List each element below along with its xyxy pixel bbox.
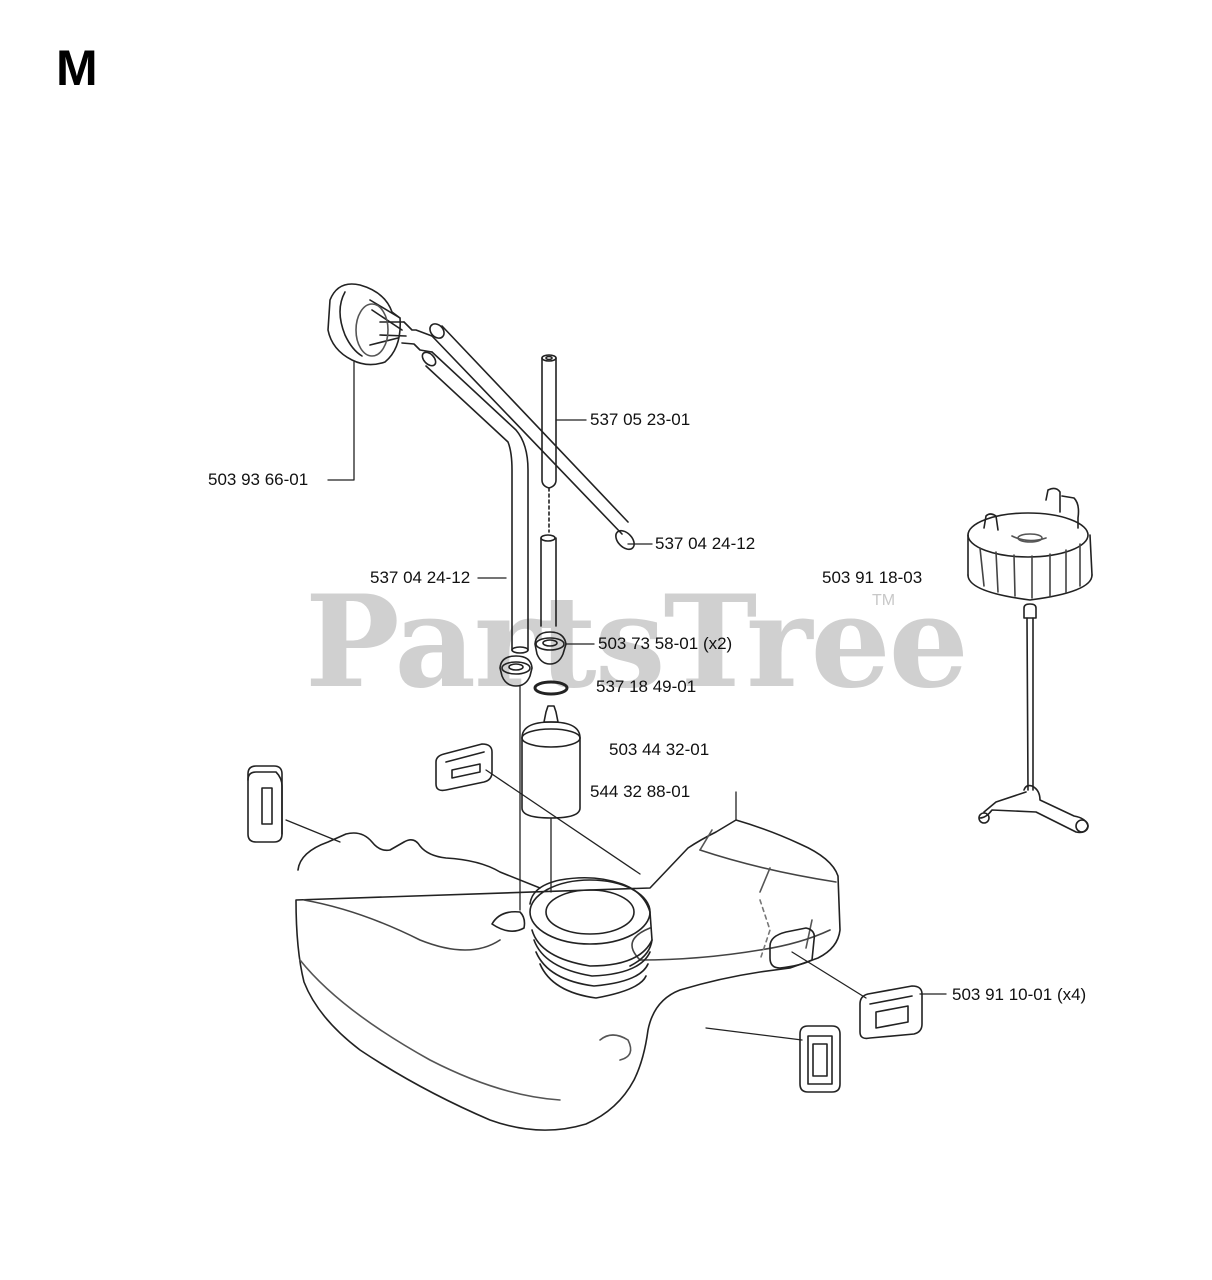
part-label-o-ring: 537 18 49-01 (596, 677, 696, 697)
rubber-mount-3 (859, 985, 923, 1040)
part-number: 503 91 10-01 (952, 985, 1053, 1004)
fuel-cap (967, 487, 1093, 834)
part-label-fuel-filter-kit: 503 44 32-01 (609, 740, 709, 760)
part-number: 537 04 24-12 (655, 534, 756, 553)
grommet-left (499, 655, 533, 687)
part-label-return-hose: 537 05 23-01 (590, 410, 690, 430)
rubber-mount-1 (247, 765, 283, 843)
rubber-mount-2 (435, 743, 493, 792)
part-number: 503 93 66-01 (208, 470, 309, 489)
part-label-fuel-cap: 503 91 18-03 (822, 568, 922, 588)
part-label-primer-bulb: 503 93 66-01 (208, 470, 308, 490)
part-label-rubber-mount: 503 91 10-01 (x4) (952, 985, 1086, 1005)
part-number: 537 04 24-12 (370, 568, 471, 587)
leader-lines (285, 361, 947, 1041)
watermark-logo: PartsTree (305, 568, 969, 716)
part-number: 503 91 18-03 (822, 568, 923, 587)
fuel-tank (295, 819, 841, 1131)
part-number: 544 32 88-01 (590, 782, 691, 801)
section-letter: M (56, 40, 98, 96)
watermark-trademark: TM (872, 592, 896, 609)
part-number: 537 18 49-01 (596, 677, 697, 696)
part-quantity: (x2) (702, 634, 733, 653)
grommet-right (534, 631, 567, 665)
part-number: 503 73 58-01 (598, 634, 699, 653)
part-quantity: (x4) (1056, 985, 1087, 1004)
return-hose (540, 354, 557, 627)
primer-bulb-part (327, 283, 407, 366)
part-number: 503 44 32-01 (609, 740, 710, 759)
fuel-filter (521, 705, 581, 819)
part-label-grommet: 503 73 58-01 (x2) (598, 634, 732, 654)
part-label-fuel-hose-long: 537 04 24-12 (655, 534, 755, 554)
o-ring (533, 680, 569, 696)
part-label-fuel-hose-bent: 537 04 24-12 (370, 568, 470, 588)
part-number: 537 05 23-01 (590, 410, 691, 429)
fuel-hose-long (401, 321, 635, 551)
part-label-fuel-filter: 544 32 88-01 (590, 782, 690, 802)
rubber-mount-4 (799, 1025, 841, 1093)
fuel-hose-bent (421, 351, 529, 654)
